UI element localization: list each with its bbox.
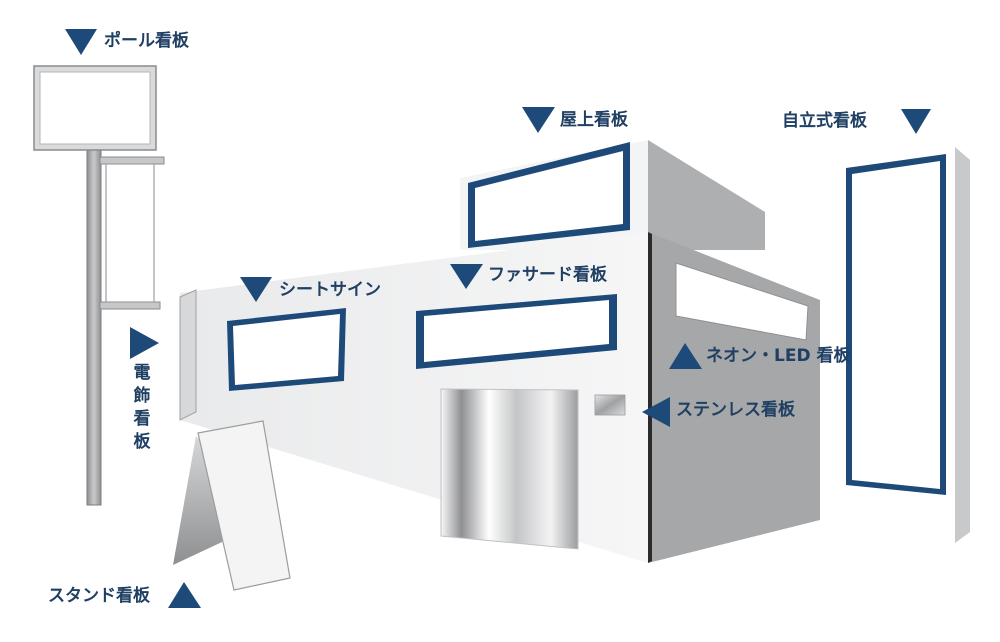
stand-sign-marker [168,582,201,608]
stainless-sign-label: ステンレス看板 [676,400,795,420]
pole-sign-illustration [33,65,165,506]
hanging-banner [105,163,155,303]
pole-sign-label: ポール看板 [104,31,189,51]
stainless-sign-marker [642,397,670,427]
freestanding-sign [846,147,970,543]
pole-sign-marker [65,29,97,55]
stainless-plate [594,394,626,416]
facade-sign [416,294,617,369]
rooftop-sign-marker [522,107,555,133]
rooftop-sign [468,142,630,248]
pole-bracket-bottom [99,301,161,310]
illuminated-sign-box [179,289,197,421]
neon-led-sign-label: ネオン・LED 看板 [706,346,851,366]
freestanding-sign-label: 自立式看板 [782,111,867,131]
stainless-door [440,388,579,550]
pole [86,142,102,506]
side-wall-edge [648,232,652,563]
sheet-sign-marker [240,277,272,302]
rooftop-sign-label: 屋上看板 [560,110,628,130]
stand-sign [173,420,291,591]
pole-sign-panel [39,71,151,145]
illuminated-sign-label: 電飾看板 [133,363,151,452]
illuminated-sign-marker [130,327,159,359]
neon-led-sign-marker [669,343,702,369]
facade-sign-label: ファサード看板 [488,265,607,285]
facade-sign-marker [450,264,483,289]
neon-led-sign [675,262,809,341]
sheet-sign-label: シートサイン [279,280,381,300]
marker-triangles [65,29,931,608]
pole-bracket-top [99,156,165,165]
freestanding-sign-marker [901,109,931,134]
sheet-sign [227,308,346,391]
stand-sign-label: スタンド看板 [48,586,150,606]
